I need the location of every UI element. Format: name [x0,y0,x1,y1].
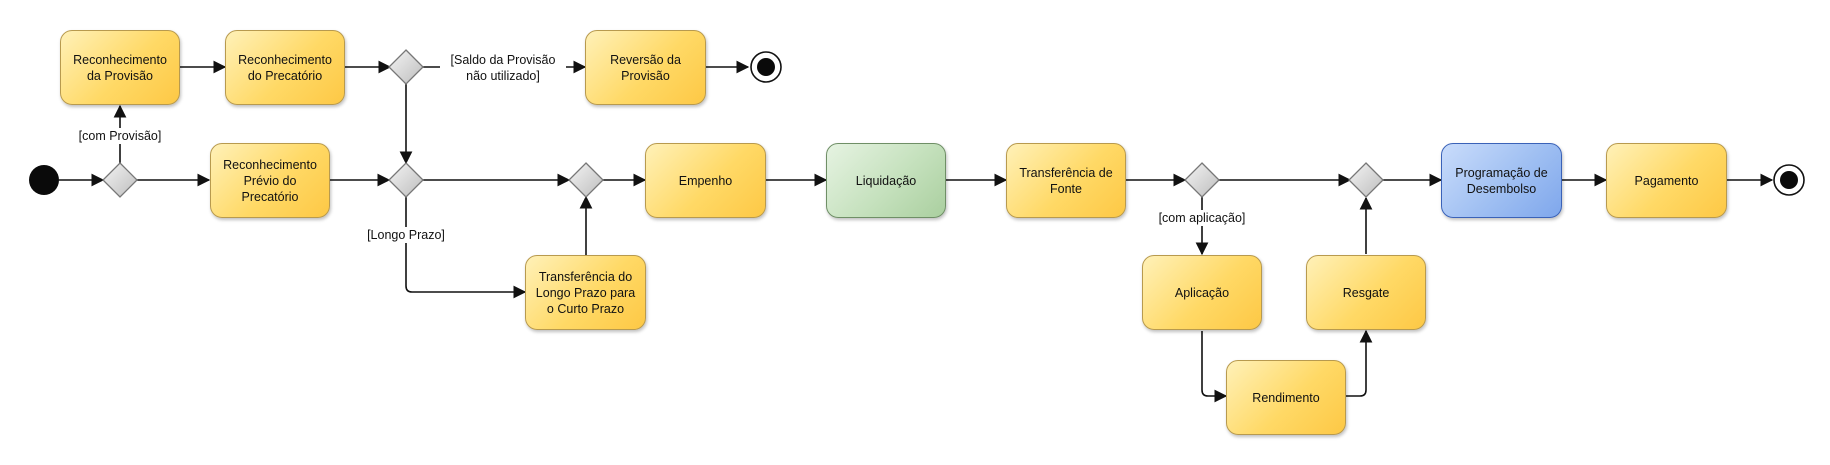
action-reconhecimento-precatorio: Reconhecimento do Precatório [225,30,345,105]
final-node-pagamento [1773,164,1805,196]
action-transferencia-longo-curto: Transferência do Longo Prazo para o Curt… [525,255,646,330]
decision-longo-prazo [388,162,424,198]
guard-longo-prazo: [Longo Prazo] [360,227,452,243]
action-liquidacao: Liquidação [826,143,946,218]
guard-com-aplicacao: [com aplicação] [1150,210,1254,226]
action-aplicacao: Aplicação [1142,255,1262,330]
final-node-reversao [750,51,782,83]
decision-merge-programacao [1348,162,1384,198]
edge-d3-transferencia [405,197,527,299]
edge-aplicacao-rendimento [1201,331,1228,403]
initial-node [29,165,59,195]
decision-com-aplicacao [1184,162,1220,198]
action-programacao-desembolso: Programação de Desembolso [1441,143,1562,218]
decision-merge-empenho [568,162,604,198]
decision-com-provisao [102,162,138,198]
action-transferencia-fonte: Transferência de Fonte [1006,143,1126,218]
action-rendimento: Rendimento [1226,360,1346,435]
edges [59,60,1774,403]
action-empenho: Empenho [645,143,766,218]
action-pagamento: Pagamento [1606,143,1727,218]
guard-com-provisao: [com Provisão] [72,128,168,144]
decision-saldo-provisao [388,49,424,85]
action-reconhecimento-provisao: Reconhecimento da Provisão [60,30,180,105]
action-reconhecimento-previo: Reconhecimento Prévio do Precatório [210,143,330,218]
guard-saldo-provisao: [Saldo da Provisão não utilizado] [440,52,566,84]
action-resgate: Resgate [1306,255,1426,330]
action-reversao-provisao: Reversão da Provisão [585,30,706,105]
edge-rendimento-resgate [1346,329,1373,397]
